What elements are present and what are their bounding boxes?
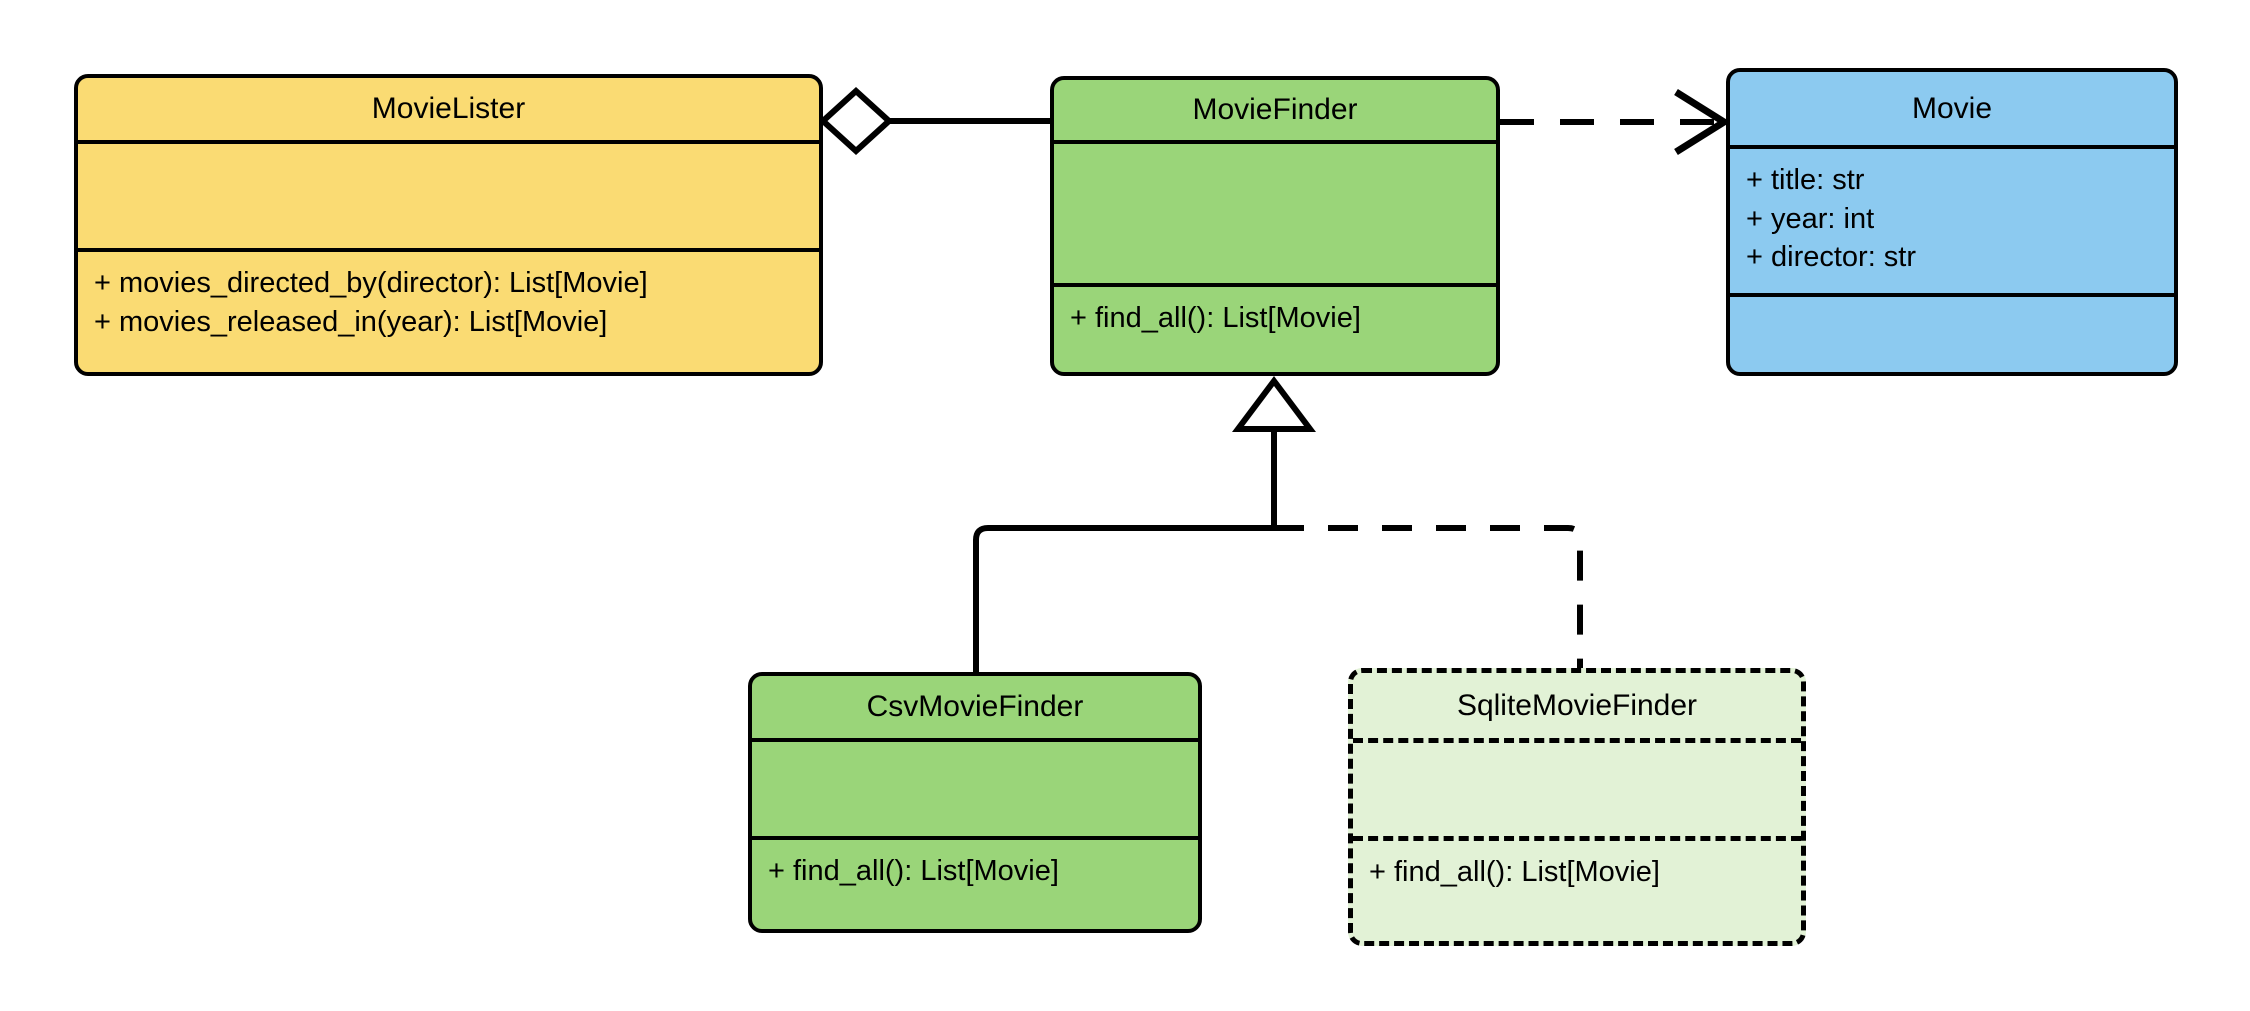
operation-item: + find_all(): List[Movie] (1070, 302, 1361, 334)
class-attributes-moviefinder (1054, 144, 1496, 287)
class-box-moviefinder[interactable]: MovieFinder + find_all(): List[Movie] (1050, 76, 1500, 376)
generalization-trunk (1232, 376, 1316, 528)
operation-item: + find_all(): List[Movie] (1369, 856, 1660, 888)
open-arrow-icon (1674, 89, 1731, 155)
attribute-item: + title: str (1746, 164, 1865, 196)
class-operations-moviefinder: + find_all(): List[Movie] (1054, 287, 1496, 372)
operation-item: + movies_released_in(year): List[Movie] (94, 305, 608, 338)
class-operations-sqlitemoviefinder: + find_all(): List[Movie] (1353, 841, 1801, 941)
generalization-csvmoviefinder-moviefinder (973, 525, 1274, 672)
class-box-movie[interactable]: Movie + title: str + year: int + directo… (1726, 68, 2178, 376)
class-attributes-csvmoviefinder (752, 742, 1198, 840)
class-name-moviefinder: MovieFinder (1054, 80, 1496, 144)
class-operations-movie (1730, 297, 2174, 372)
hollow-diamond-icon (818, 86, 894, 156)
operation-item: + find_all(): List[Movie] (768, 855, 1059, 887)
class-name-movie: Movie (1730, 72, 2174, 149)
class-attributes-movie: + title: str + year: int + director: str (1730, 149, 2174, 297)
class-box-sqlitemoviefinder[interactable]: SqliteMovieFinder + find_all(): List[Mov… (1348, 668, 1806, 946)
class-name-movielister: MovieLister (78, 78, 819, 144)
class-operations-csvmoviefinder: + find_all(): List[Movie] (752, 840, 1198, 929)
generalization-sqlitemoviefinder-moviefinder (1274, 525, 1583, 668)
class-attributes-movielister (78, 144, 819, 252)
class-name-csvmoviefinder: CsvMovieFinder (752, 676, 1198, 742)
class-attributes-sqlitemoviefinder (1353, 743, 1801, 841)
class-box-csvmoviefinder[interactable]: CsvMovieFinder + find_all(): List[Movie] (748, 672, 1202, 933)
dependency-moviefinder-movie (1500, 89, 1731, 155)
class-box-movielister[interactable]: MovieLister + movies_directed_by(directo… (74, 74, 823, 376)
generalization-branch-csv (973, 525, 1274, 672)
aggregation-movielister-moviefinder (818, 86, 1050, 156)
operation-item: + movies_directed_by(director): List[Mov… (94, 267, 648, 299)
class-operations-movielister: + movies_directed_by(director): List[Mov… (78, 252, 819, 372)
attribute-item: + director: str (1746, 241, 1917, 274)
realization-branch-sqlite (1274, 525, 1583, 668)
hollow-triangle-icon (1232, 376, 1316, 432)
attribute-item: + year: int (1746, 202, 1875, 235)
class-name-sqlitemoviefinder: SqliteMovieFinder (1353, 673, 1801, 743)
